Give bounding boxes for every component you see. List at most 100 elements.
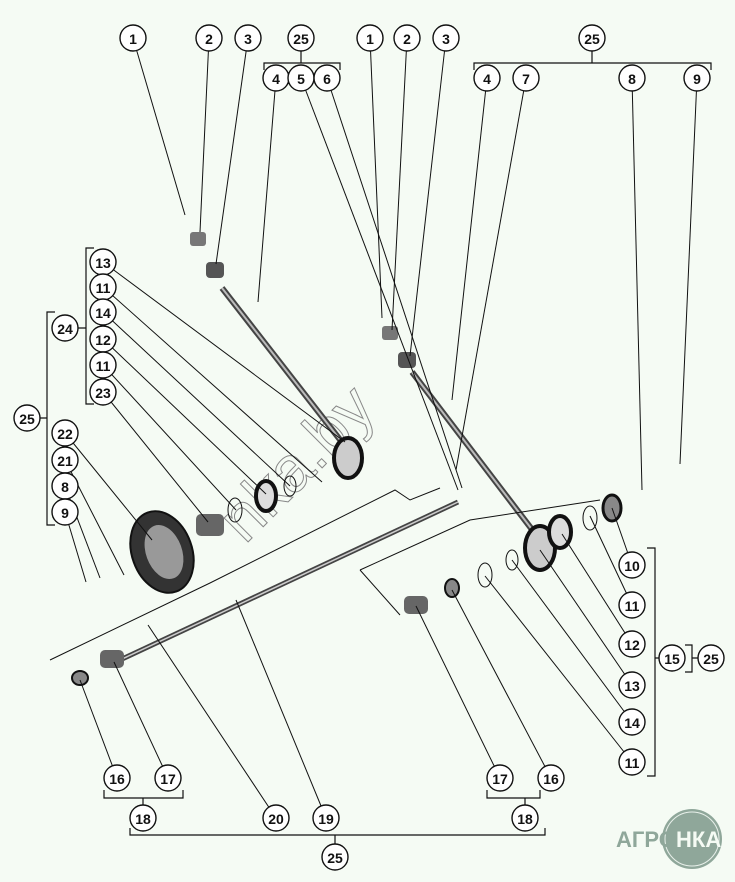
leader-line bbox=[113, 661, 169, 779]
callout-17: 17 bbox=[154, 764, 182, 792]
callout-11: 11 bbox=[89, 351, 117, 379]
leader-line bbox=[631, 77, 643, 491]
callout-10: 10 bbox=[618, 551, 646, 579]
callout-number: 2 bbox=[403, 31, 411, 47]
callout-16: 16 bbox=[537, 764, 565, 792]
callout-number: 4 bbox=[272, 71, 280, 87]
callout-number: 15 bbox=[664, 651, 680, 667]
callout-number: 10 bbox=[624, 558, 640, 574]
callout-1: 1 bbox=[119, 24, 147, 52]
callout-number: 24 bbox=[57, 321, 73, 337]
callout-number: 25 bbox=[19, 411, 35, 427]
leader-line bbox=[215, 37, 249, 265]
leader-line bbox=[102, 311, 291, 487]
callout-number: 25 bbox=[703, 651, 719, 667]
callout-number: 19 bbox=[318, 811, 334, 827]
leader-line bbox=[257, 77, 277, 303]
callout-number: 25 bbox=[293, 31, 309, 47]
callout-number: 17 bbox=[492, 771, 508, 787]
callout-number: 20 bbox=[268, 811, 284, 827]
callout-number: 9 bbox=[61, 505, 69, 521]
callout-7: 7 bbox=[512, 64, 540, 92]
group-bracket bbox=[263, 51, 341, 70]
callout-number: 18 bbox=[135, 811, 151, 827]
leader-line bbox=[451, 77, 488, 401]
leader-line bbox=[451, 589, 552, 779]
callout-number: 14 bbox=[95, 305, 111, 321]
callout-13: 13 bbox=[618, 671, 646, 699]
callout-1: 1 bbox=[356, 24, 384, 52]
callout-number: 11 bbox=[625, 598, 640, 614]
callout-19: 19 bbox=[312, 804, 340, 832]
callout-number: 16 bbox=[543, 771, 559, 787]
group-bracket bbox=[40, 311, 55, 526]
leader-line bbox=[539, 549, 633, 686]
callout-number: 3 bbox=[244, 31, 252, 47]
callout-number: 25 bbox=[327, 850, 343, 866]
leader-line bbox=[102, 364, 237, 511]
leader-line bbox=[455, 77, 527, 471]
callout-8: 8 bbox=[618, 64, 646, 92]
callout-9: 9 bbox=[683, 64, 711, 92]
leader-line bbox=[147, 624, 277, 819]
callout-4: 4 bbox=[473, 64, 501, 92]
callout-number: 6 bbox=[323, 71, 331, 87]
callout-18: 18 bbox=[129, 804, 157, 832]
callout-number: 9 bbox=[693, 71, 701, 87]
callout-number: 22 bbox=[57, 426, 73, 442]
leader-line bbox=[79, 679, 118, 779]
leader-line bbox=[102, 286, 323, 483]
leader-line bbox=[369, 37, 383, 319]
callout-number: 7 bbox=[522, 71, 530, 87]
leader-line bbox=[132, 37, 186, 216]
parts-drawing: nka.by bbox=[49, 232, 623, 686]
leader-line bbox=[511, 559, 633, 723]
callout-number: 3 bbox=[442, 31, 450, 47]
callout-number: 23 bbox=[95, 385, 111, 401]
callout-2: 2 bbox=[195, 24, 223, 52]
leader-line bbox=[300, 77, 459, 491]
group-brackets bbox=[40, 51, 712, 844]
callout-25: 25 bbox=[287, 24, 315, 52]
callout-24: 24 bbox=[51, 314, 79, 342]
callout-number: 11 bbox=[96, 358, 111, 374]
leader-line bbox=[409, 37, 447, 357]
callout-11: 11 bbox=[618, 591, 646, 619]
callout-number: 11 bbox=[625, 755, 640, 771]
callout-number: 14 bbox=[624, 715, 640, 731]
group-bracket bbox=[647, 547, 659, 777]
callout-number: 1 bbox=[366, 31, 374, 47]
leader-line bbox=[679, 77, 698, 465]
callout-15: 15 bbox=[658, 644, 686, 672]
callout-number: 16 bbox=[109, 771, 125, 787]
callout-25: 25 bbox=[697, 644, 725, 672]
callout-6: 6 bbox=[313, 64, 341, 92]
leader-line bbox=[235, 599, 327, 819]
callout-number: 11 bbox=[96, 280, 111, 296]
callout-number: 13 bbox=[95, 255, 111, 271]
group-bracket bbox=[486, 790, 541, 805]
callout-16: 16 bbox=[103, 764, 131, 792]
left-shaft-hub bbox=[332, 436, 364, 480]
callout-17: 17 bbox=[486, 764, 514, 792]
leader-line bbox=[561, 533, 633, 645]
callout-8: 8 bbox=[51, 472, 79, 500]
callout-13: 13 bbox=[89, 248, 117, 276]
callout-9: 9 bbox=[51, 498, 79, 526]
callout-number: 25 bbox=[584, 31, 600, 47]
callout-22: 22 bbox=[51, 419, 79, 447]
leader-line bbox=[199, 37, 210, 233]
callout-number: 5 bbox=[297, 71, 305, 87]
callout-number: 18 bbox=[517, 811, 533, 827]
callout-5: 5 bbox=[287, 64, 315, 92]
callout-number: 17 bbox=[160, 771, 176, 787]
group-bracket bbox=[78, 247, 94, 405]
callout-21: 21 bbox=[51, 446, 79, 474]
callout-number: 4 bbox=[483, 71, 491, 87]
callout-number: 8 bbox=[628, 71, 636, 87]
callout-12: 12 bbox=[89, 325, 117, 353]
svg-text:АГРО: АГРО bbox=[616, 827, 676, 852]
callout-25: 25 bbox=[13, 404, 41, 432]
